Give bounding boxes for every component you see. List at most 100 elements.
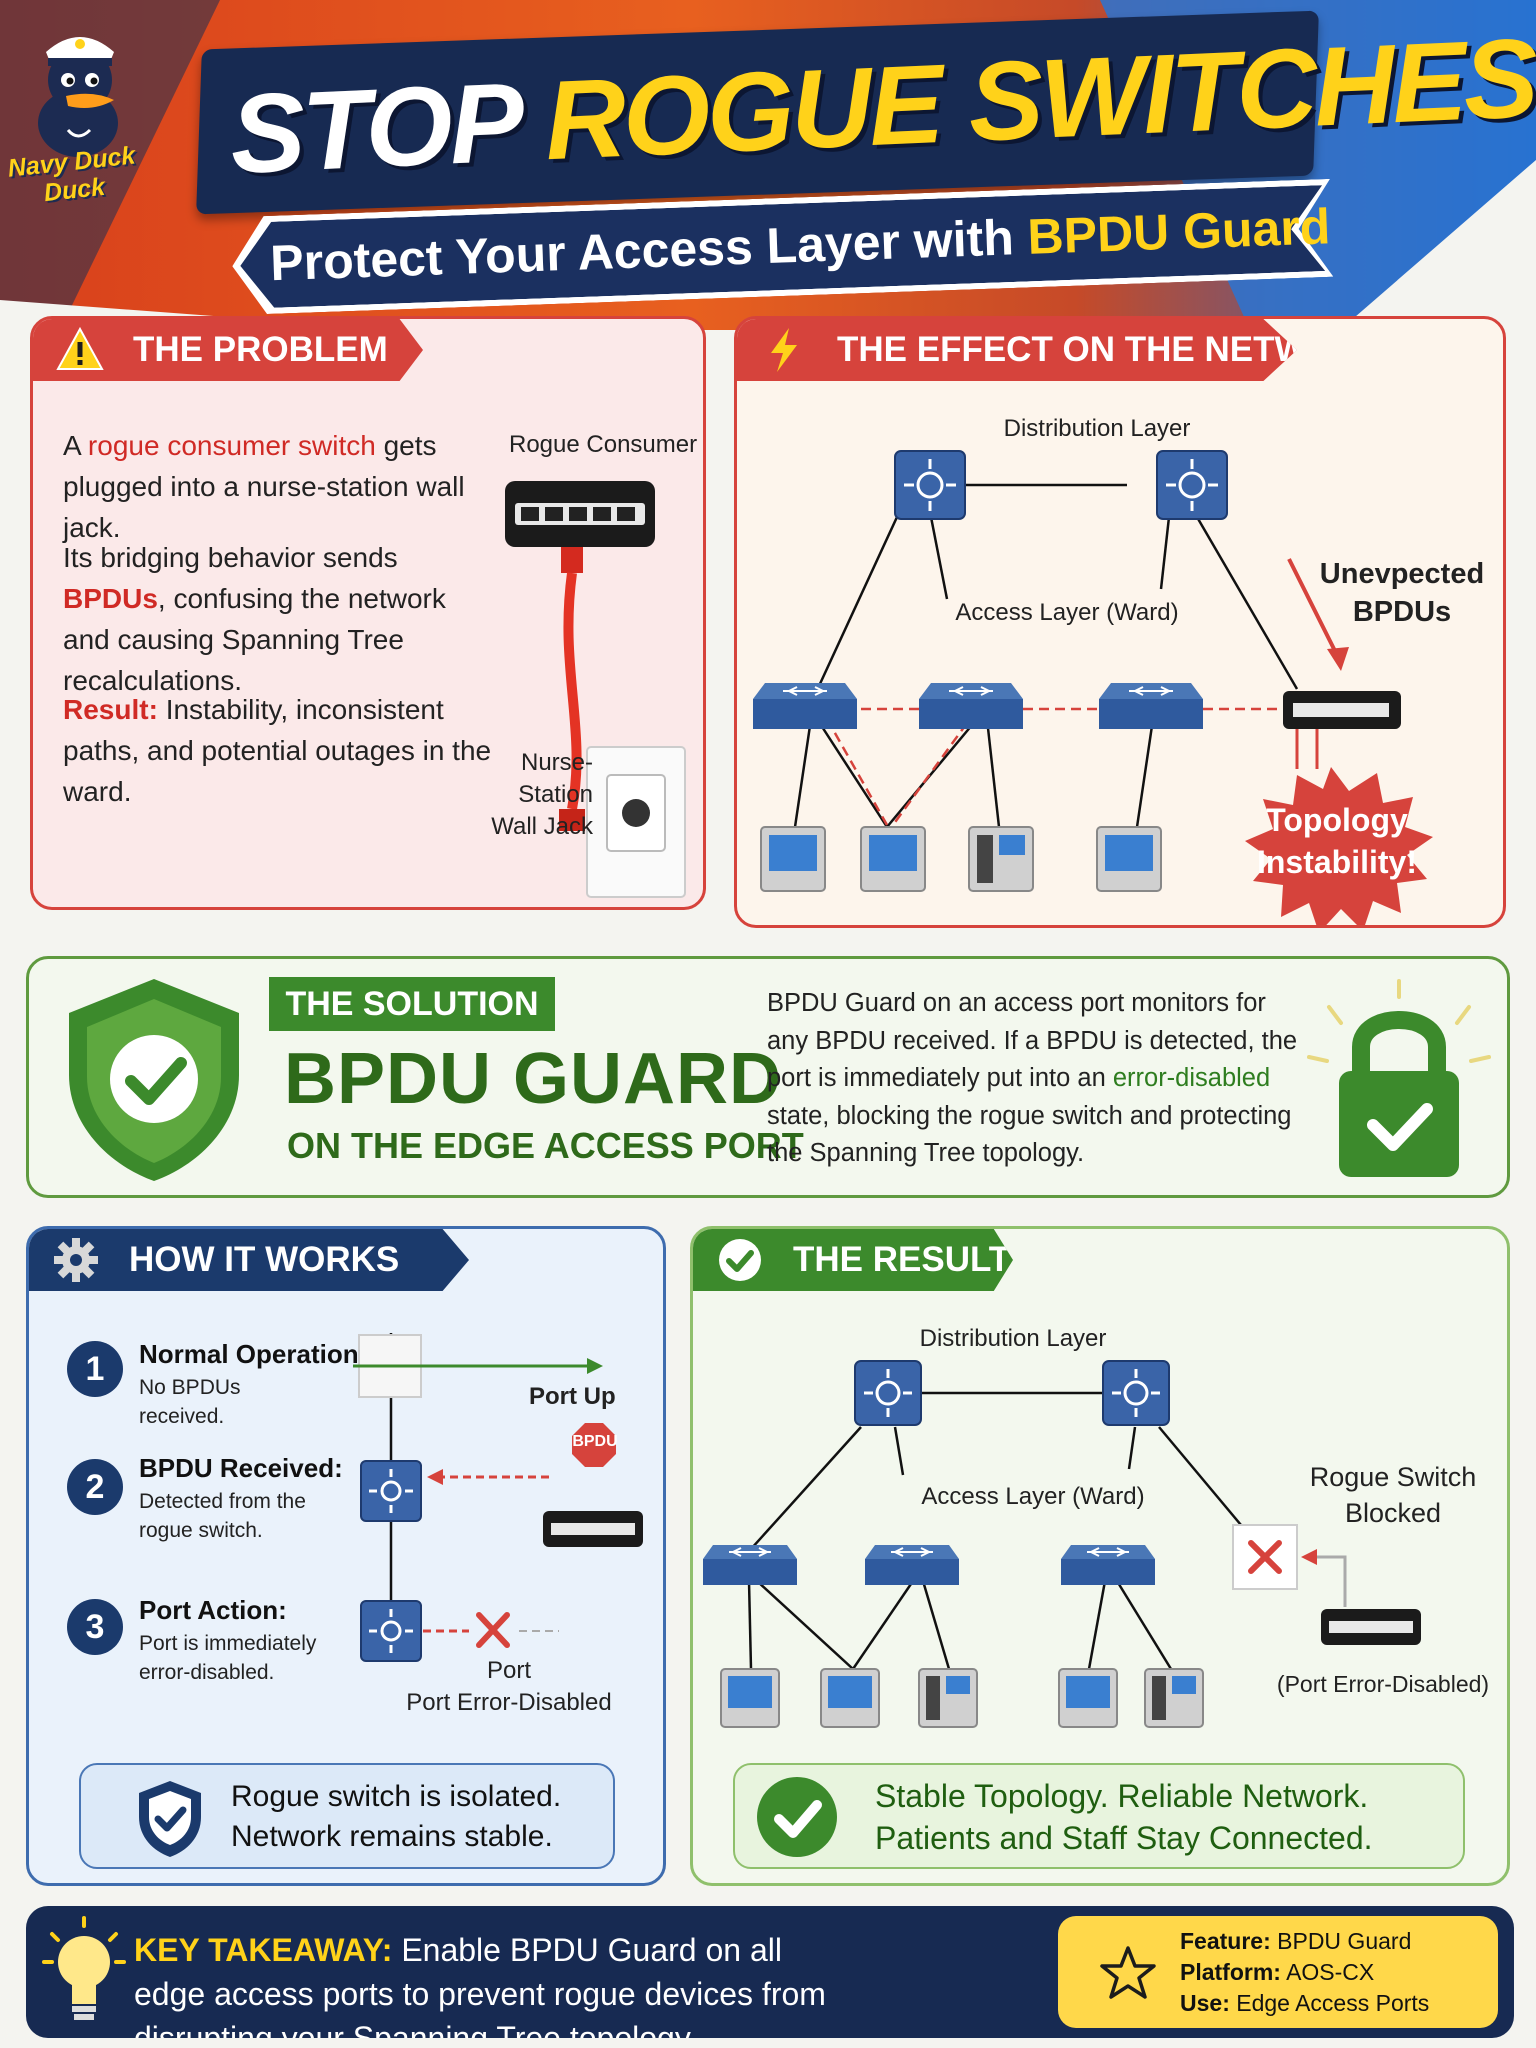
computer-icon	[1096, 826, 1162, 892]
rogue-switch-diagram	[505, 481, 686, 898]
ip-phone-icon	[1144, 1668, 1204, 1728]
step-3-number: 3	[67, 1599, 123, 1655]
lock-check-icon	[1307, 979, 1491, 1177]
computer-icon	[1058, 1668, 1118, 1728]
unexpected-bpdus-label: Unevpected BPDUs	[1307, 555, 1497, 631]
step-3-text: Port is immediately error-disabled.	[139, 1632, 317, 1684]
port-error-disabled-label: (Port Error-Disabled)	[1276, 1671, 1490, 1697]
how-it-works-diagram	[353, 1333, 643, 1662]
effect-tab-label: THE EFFECT ON THE NETWORK	[837, 330, 1386, 369]
rogue-switch-blocked-label: Rogue Switch Blocked	[1293, 1459, 1493, 1531]
blocked-port-icon	[1232, 1524, 1298, 1590]
port-label: Port	[486, 1657, 531, 1684]
wall-jack-label: Nurse- Station Wall Jack	[463, 747, 593, 843]
shield-check-icon	[69, 979, 239, 1181]
computer-icon	[860, 826, 926, 892]
distribution-switch-icon	[1156, 450, 1228, 520]
stability-callout: Stable Topology. Reliable Network. Patie…	[733, 1763, 1465, 1869]
rogue-switch-icon	[543, 1511, 643, 1547]
topology-instability-label: Topology Instability!	[1237, 799, 1437, 883]
rogue-consumer-label: Rogue Consumer	[509, 431, 698, 458]
port-error-disabled-label: Port Error-Disabled	[406, 1689, 612, 1716]
effect-network-diagram	[753, 450, 1433, 925]
key-takeaway-panel: KEY TAKEAWAY: Enable BPDU Guard on all e…	[26, 1906, 1514, 2038]
problem-paragraph-2: Its bridging behavior sends BPDUs, confu…	[63, 537, 483, 701]
fact-use: Use: Edge Access Ports	[1180, 1988, 1429, 2018]
key-takeaway-body: Enable BPDU Guard on all edge access por…	[134, 1932, 826, 2038]
result-distribution-label: Distribution Layer	[919, 1325, 1107, 1352]
wall-jack-label-1: Nurse-	[520, 749, 593, 776]
computer-icon	[820, 1668, 880, 1728]
wall-jack-label-3: Wall Jack	[491, 813, 593, 840]
unexpected-label-2: BPDUs	[1352, 596, 1452, 628]
star-icon	[1100, 1946, 1156, 1999]
feature-facts-box: Feature: BPDU Guard Platform: AOS-CX Use…	[1058, 1916, 1498, 2028]
subtitle-highlight: BPDU Guard	[1026, 198, 1332, 265]
how-it-works-tab-label: HOW IT WORKS	[129, 1240, 400, 1279]
step-3-title: Port Action:	[139, 1595, 287, 1625]
p2-post: , confusing the network and causing Span…	[63, 583, 446, 696]
ip-phone-icon	[968, 826, 1034, 892]
navy-duck-logo	[18, 18, 148, 218]
computer-icon	[760, 826, 826, 892]
fact-use-key: Use:	[1180, 1990, 1230, 2016]
stability-line-2: Patients and Staff Stay Connected.	[875, 1820, 1373, 1856]
check-circle-icon	[719, 1239, 761, 1281]
result-tab: THE RESULT	[693, 1229, 1013, 1291]
fact-platform: Platform: AOS-CX	[1180, 1957, 1374, 1987]
bpdu-stop-sign	[572, 1423, 616, 1467]
step-2-text: Detected from the rogue switch.	[139, 1490, 306, 1542]
access-switch-icon	[919, 683, 1023, 729]
solution-panel: THE SOLUTION BPDU GUARD ON THE EDGE ACCE…	[26, 956, 1510, 1198]
how-it-works-panel: HOW IT WORKS 1 Normal Operation: No BPDU…	[26, 1226, 666, 1886]
fact-use-value: Edge Access Ports	[1236, 1990, 1430, 2016]
step-1-title: Normal Operation:	[139, 1339, 368, 1369]
p1-pre: A	[63, 430, 81, 461]
access-switch-icon	[865, 1545, 959, 1585]
solution-tab: THE SOLUTION	[269, 977, 555, 1031]
solution-description: BPDU Guard on an access port monitors fo…	[767, 985, 1307, 1173]
blocked-line-1: Rogue Switch	[1309, 1462, 1477, 1492]
access-switch-icon	[753, 683, 857, 729]
unexpected-label-1: Unevpected	[1319, 558, 1485, 590]
solution-desc-highlight: error-disabled	[1112, 1064, 1271, 1092]
distribution-switch-icon	[854, 1360, 922, 1426]
result-access-label: Access Layer (Ward)	[921, 1483, 1145, 1510]
solution-subtitle: ON THE EDGE ACCESS PORT	[287, 1125, 804, 1166]
p1-post: gets plugged into a nurse-station wall j…	[63, 430, 465, 543]
check-circle-icon	[757, 1777, 837, 1857]
isolation-line-1: Rogue switch is isolated.	[231, 1780, 562, 1813]
result-network-diagram	[703, 1360, 1421, 1728]
distribution-switch-icon	[894, 450, 966, 520]
step-2-title: BPDU Received:	[139, 1453, 343, 1483]
bpdu-badge: BPDU	[572, 1433, 618, 1450]
rogue-switch-icon	[1283, 691, 1401, 729]
lightning-icon	[771, 328, 797, 372]
lightbulb-icon	[42, 1916, 126, 2020]
problem-tab: THE PROBLEM	[33, 319, 423, 381]
problem-panel: THE PROBLEM A rogue consumer switch gets…	[30, 316, 706, 910]
p2-highlight: BPDUs	[63, 583, 158, 614]
computer-icon	[720, 1668, 780, 1728]
isolation-callout: Rogue switch is isolated. Network remain…	[79, 1763, 615, 1869]
solution-title: BPDU GUARD	[284, 1039, 783, 1119]
gear-icon	[54, 1238, 98, 1282]
rogue-switch-icon	[1321, 1609, 1421, 1645]
shield-check-icon	[139, 1781, 201, 1857]
result-panel: THE RESULT Distribution Layer Access Lay…	[690, 1226, 1510, 1886]
problem-paragraph-3: Result: Instability, inconsistent paths,…	[63, 689, 493, 812]
wall-jack-label-2: Station	[518, 781, 593, 808]
how-it-works-tab: HOW IT WORKS	[29, 1229, 469, 1291]
switch-port-icon	[360, 1460, 422, 1522]
p1-highlight: rogue consumer switch	[87, 430, 376, 461]
fact-platform-value: AOS-CX	[1286, 1959, 1375, 1985]
switch-port-icon	[360, 1600, 422, 1662]
step-1-number: 1	[67, 1341, 123, 1397]
port-up-label: Port Up	[529, 1383, 616, 1410]
solution-desc-post: state, blocking the rogue switch and pro…	[767, 1101, 1292, 1168]
step-1-text: No BPDUs received.	[139, 1376, 241, 1428]
access-switch-icon	[703, 1545, 797, 1585]
result-tab-label: THE RESULT	[793, 1240, 1011, 1279]
problem-paragraph-1: A rogue consumer switch gets plugged int…	[63, 425, 503, 548]
error-x-icon	[476, 1612, 510, 1648]
